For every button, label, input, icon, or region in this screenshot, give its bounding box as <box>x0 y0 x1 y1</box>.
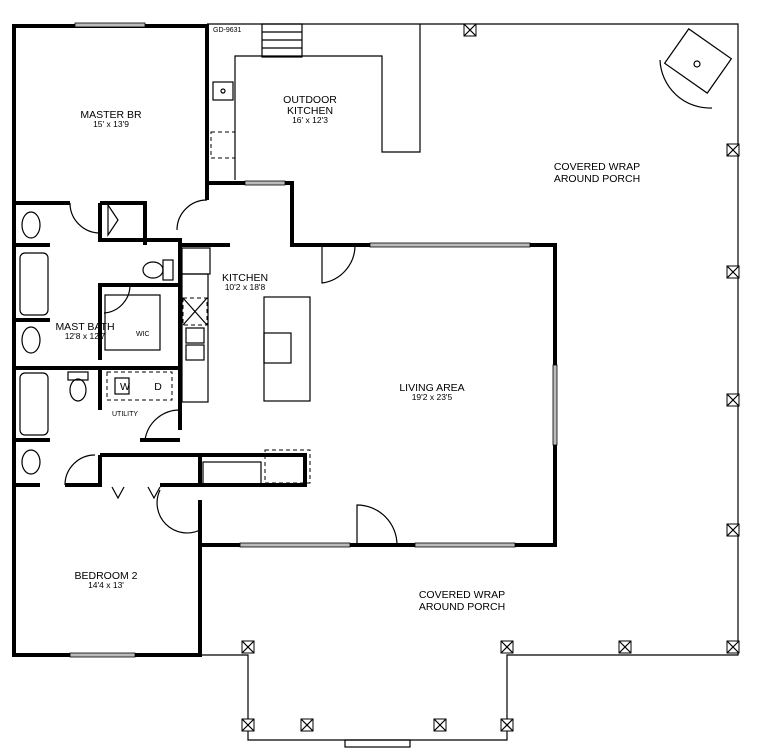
master-br-label: MASTER BR <box>80 109 142 121</box>
porch-post-icon <box>463 23 477 37</box>
doors <box>64 199 398 546</box>
porch-post-icon <box>241 640 255 654</box>
porch-post-icon <box>618 640 632 654</box>
porch-bottom-label-2: AROUND PORCH <box>419 601 505 613</box>
porch-bottom-label-1: COVERED WRAP <box>419 589 505 601</box>
kitchen-label: KITCHEN <box>222 272 268 284</box>
porch-post-icon <box>433 718 447 732</box>
washer-label: W <box>120 381 130 393</box>
porch-post-icon <box>500 718 514 732</box>
porch-post-icon <box>726 393 740 407</box>
mast-bath-size: 12'8 x 12'7 <box>65 331 106 341</box>
porch-post-icon <box>241 718 255 732</box>
porch-post-icon <box>726 143 740 157</box>
porch-post-icon <box>726 523 740 537</box>
corner-grill-icon <box>659 28 733 109</box>
bedroom2-size: 14'4 x 13' <box>88 580 124 590</box>
dryer-label: D <box>154 381 162 393</box>
plan-code: GD-9631 <box>213 27 242 34</box>
living-area-size: 19'2 x 23'5 <box>412 392 453 402</box>
windows <box>69 22 558 658</box>
utility-label: UTILITY <box>112 411 138 418</box>
porch-outline <box>200 23 739 748</box>
kitchen-size: 10'2 x 18'8 <box>225 282 266 292</box>
wic-label: WIC <box>136 331 150 338</box>
porch-top-label-2: AROUND PORCH <box>554 173 640 185</box>
bedroom2-label: BEDROOM 2 <box>74 570 137 582</box>
porch-post-icon <box>726 265 740 279</box>
porch-top-label-1: COVERED WRAP <box>554 161 640 173</box>
porch-post-icon <box>726 640 740 654</box>
outdoor-kitchen-size: 16' x 12'3 <box>292 115 328 125</box>
living-area-label: LIVING AREA <box>399 382 464 394</box>
porch-post-icon <box>500 640 514 654</box>
porch-post-icon <box>300 718 314 732</box>
porch-posts <box>241 23 740 732</box>
mast-bath-label: MAST BATH <box>55 321 114 333</box>
fixtures <box>19 211 311 485</box>
outdoor-kitchen-counter <box>210 23 421 180</box>
outdoor-kitchen-label-2: KITCHEN <box>287 105 333 117</box>
outdoor-kitchen-label-1: OUTDOOR <box>283 94 337 106</box>
master-br-size: 15' x 13'9 <box>93 119 129 129</box>
